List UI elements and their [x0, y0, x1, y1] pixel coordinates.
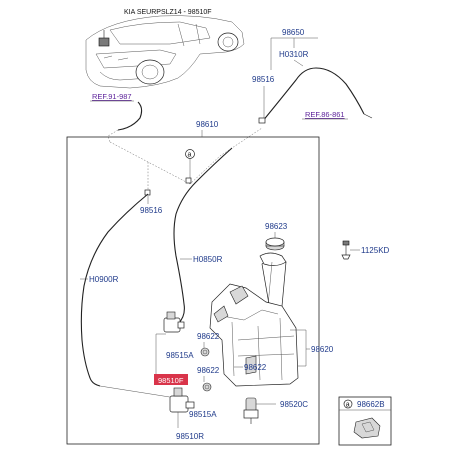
assembly-frame — [66, 136, 320, 445]
diagram-title: KIA SEURPSLZ14 - 98510F — [124, 9, 212, 16]
label-98510r[interactable]: 98510R — [176, 432, 204, 441]
label-h0850r[interactable]: H0850R — [193, 255, 223, 264]
ref-link-left[interactable]: REF.91-987 — [92, 92, 132, 101]
label-98515a-lower[interactable]: 98515A — [189, 410, 217, 419]
left-reference: REF.91-987 — [90, 92, 143, 143]
washer-pump-upper[interactable] — [163, 311, 185, 333]
highlighted-part-98510f[interactable]: 98510F — [154, 374, 188, 385]
label-98662b[interactable]: 98662B — [357, 400, 385, 409]
filler-cap[interactable] — [265, 237, 285, 251]
callout-a-label: a — [188, 152, 192, 159]
level-sensor-98520c[interactable] — [243, 397, 259, 424]
label-98515a-upper[interactable]: 98515A — [166, 351, 194, 360]
ref-link-right[interactable]: REF.86-861 — [305, 110, 345, 119]
inset-callout-a[interactable]: a — [343, 399, 353, 409]
label-1125kd[interactable]: 1125KD — [361, 246, 390, 255]
inset-panel: a 98662B — [338, 396, 392, 446]
washer-reservoir[interactable] — [209, 252, 299, 387]
label-98622-c[interactable]: 98622 — [244, 363, 267, 372]
inset-callout-label: a — [346, 402, 350, 409]
label-98516-top[interactable]: 98516 — [252, 75, 275, 84]
label-98510f: 98510F — [158, 376, 184, 385]
clip-98662b[interactable] — [353, 417, 381, 439]
vehicle-thumbnail: KIA SEURPSLZ14 - 98510F — [85, 9, 245, 89]
washer-pump-lower[interactable] — [169, 387, 195, 413]
bolt-1125kd[interactable] — [341, 240, 351, 260]
grommet-98622-lower[interactable] — [202, 382, 212, 392]
grommet-98622-upper[interactable] — [200, 347, 210, 357]
label-98620[interactable]: 98620 — [311, 345, 334, 354]
label-98650[interactable]: 98650 — [282, 28, 305, 37]
upper-hose-route: 98650 H0310R 98516 REF.86-861 — [252, 28, 373, 124]
label-98516-left[interactable]: 98516 — [140, 206, 163, 215]
label-98623[interactable]: 98623 — [265, 222, 288, 231]
label-h0310r[interactable]: H0310R — [279, 50, 309, 59]
label-h0900r[interactable]: H0900R — [89, 275, 119, 284]
label-98520c[interactable]: 98520C — [280, 400, 308, 409]
highlight-box — [154, 374, 188, 385]
callout-a[interactable]: a — [185, 149, 195, 159]
label-98622-b[interactable]: 98622 — [197, 366, 220, 375]
label-98622-a[interactable]: 98622 — [197, 332, 220, 341]
label-98610[interactable]: 98610 — [196, 120, 219, 129]
